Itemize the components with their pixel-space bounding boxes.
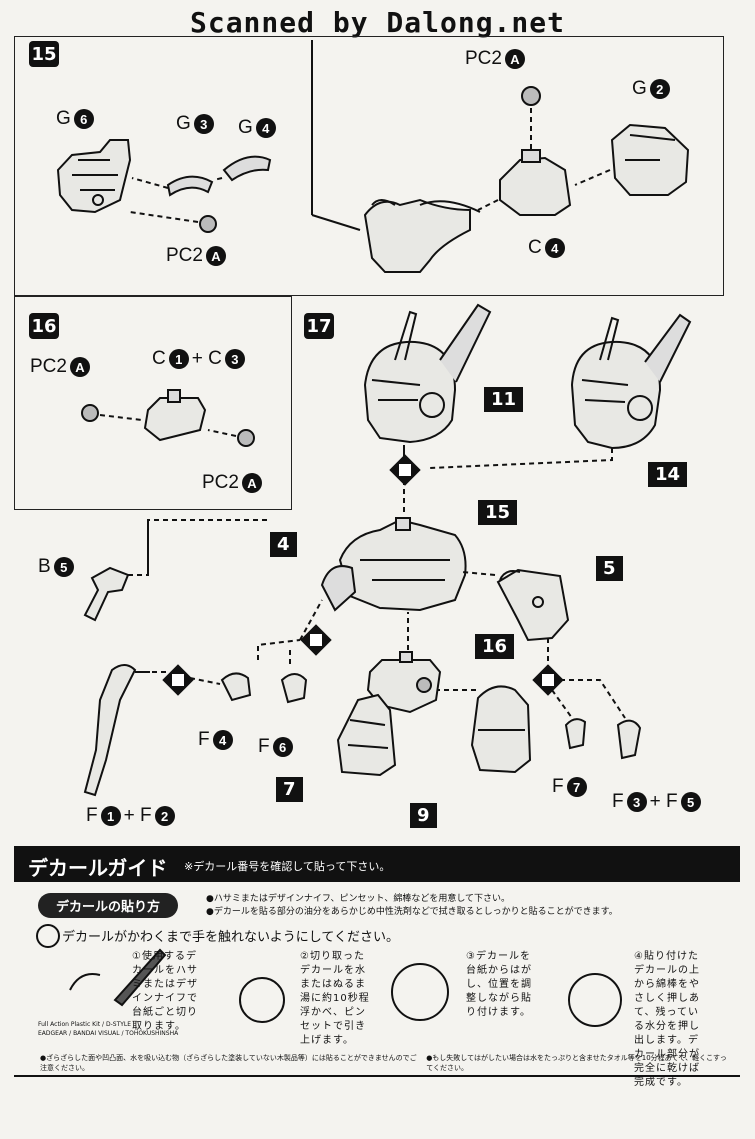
part-runner-f: F <box>612 791 624 812</box>
decal-footer-note-1: ●ざらざらした面や凹凸面、水を吸い込む物（ざらざらした塗装していない木製品等）に… <box>40 1054 417 1072</box>
decal-oil-note: ●デカールを貼る部分の油分をあらかじめ中性洗剤などで拭き取るとしっかりと貼ること… <box>206 907 618 917</box>
part-runner-b: B <box>38 556 51 577</box>
decal-guide-header: デカールガイド ※デカール番号を確認して貼って下さい。 <box>14 846 740 882</box>
no-touch-icon <box>36 924 60 948</box>
part-number-4: 4 <box>212 730 233 750</box>
part-number-4: 4 <box>255 118 276 138</box>
badge-assembly-4: 4 <box>270 532 297 557</box>
part-runner-f: F <box>552 776 564 797</box>
part-letter-a: A <box>504 49 525 69</box>
decal-guide-note: ※デカール番号を確認して貼って下さい。 <box>184 860 391 873</box>
badge-assembly-14: 14 <box>648 462 688 487</box>
part-number-3: 3 <box>193 114 214 134</box>
part-runner-f: F <box>198 729 210 750</box>
part-runner-pc2: PC2 <box>30 356 67 377</box>
part-number-1: 1 <box>168 349 189 369</box>
part-number-6: 6 <box>73 109 94 129</box>
part-letter-a: A <box>69 357 90 377</box>
part-runner-pc2: PC2 <box>202 472 239 493</box>
part-number-5: 5 <box>680 792 701 812</box>
side-copyright: Full Action Plastic Kit / D-STYLE EADGEA… <box>38 1020 178 1038</box>
part-runner-g: G <box>56 108 71 129</box>
part-number-5: 5 <box>53 557 74 577</box>
part-number-7: 7 <box>566 777 587 797</box>
part-runner-c: C <box>528 237 542 258</box>
decal-footer-note-2: ●もし失敗してはがしたい場合は水をたっぷりと含ませたタオル等を10分程あてて、軽… <box>426 1054 727 1072</box>
part-runner-g: G <box>632 78 647 99</box>
part-runner-pc2: PC2 <box>166 245 203 266</box>
decal-step-3: ③デカールを台紙からはがし、位置を調整しながら貼り付けます。 <box>466 951 532 1018</box>
part-runner-c: C <box>152 348 166 369</box>
part-number-4: 4 <box>544 238 565 258</box>
step-15-number: 15 <box>29 41 59 67</box>
plus-part-runner-f: + F <box>123 805 152 826</box>
badge-assembly-11: 11 <box>484 387 524 412</box>
part-number-1: 1 <box>100 806 121 826</box>
part-number-6: 6 <box>272 737 293 757</box>
decal-tools-note: ●ハサミまたはデザインナイフ、ピンセット、綿棒などを用意して下さい。 <box>206 894 511 904</box>
decal-warning: デカールがかわくまで手を触れないようにしてください。 <box>62 930 399 945</box>
badge-assembly-7: 7 <box>276 777 303 802</box>
badge-assembly-15: 15 <box>478 500 518 525</box>
side-copyright-line2: EADGEAR / BANDAI VISUAL / TOHOKUSHINSHA <box>38 1030 179 1037</box>
part-number-3: 3 <box>224 349 245 369</box>
scan-watermark: Scanned by Dalong.net <box>189 6 565 39</box>
side-copyright-line1: Full Action Plastic Kit / D-STYLE <box>38 1021 132 1028</box>
step-16-number: 16 <box>29 313 59 339</box>
part-letter-a: A <box>241 473 262 493</box>
decal-guide-title: デカールガイド <box>28 856 168 880</box>
part-number-2: 2 <box>154 806 175 826</box>
badge-assembly-5: 5 <box>596 556 623 581</box>
part-letter-a: A <box>205 246 226 266</box>
part-number-3: 3 <box>626 792 647 812</box>
badge-assembly-9: 9 <box>410 803 437 828</box>
decal-step-2: ②切り取ったデカールを水またはぬるま湯に約10秒程浮かべ、ピンセットで引き上げま… <box>300 951 370 1046</box>
step-17-number: 17 <box>304 313 334 339</box>
step-15-panel <box>14 36 724 296</box>
decal-step-4: ④貼り付けたデカールの上から綿棒をやさしく押しあて、残っている水分を押し出します… <box>634 951 700 1088</box>
step-16-panel <box>14 296 292 510</box>
part-runner-f: F <box>86 805 98 826</box>
part-runner-pc2: PC2 <box>465 48 502 69</box>
decal-step-1: ①使用するデカールをハサミまたはデザインナイフで台紙ごと切り取ります。 <box>132 951 198 1032</box>
plus-part-runner-f: + F <box>649 791 678 812</box>
part-runner-g: G <box>176 113 191 134</box>
part-number-2: 2 <box>649 79 670 99</box>
plus-part-runner-c: + C <box>191 348 222 369</box>
badge-assembly-16: 16 <box>475 634 515 659</box>
part-runner-g: G <box>238 117 253 138</box>
decal-footer-notes: ●ざらざらした面や凹凸面、水を吸い込む物（ざらざらした塗装していない木製品等）に… <box>40 1053 730 1073</box>
part-runner-f: F <box>258 736 270 757</box>
decal-howto-label: デカールの貼り方 <box>38 893 179 918</box>
